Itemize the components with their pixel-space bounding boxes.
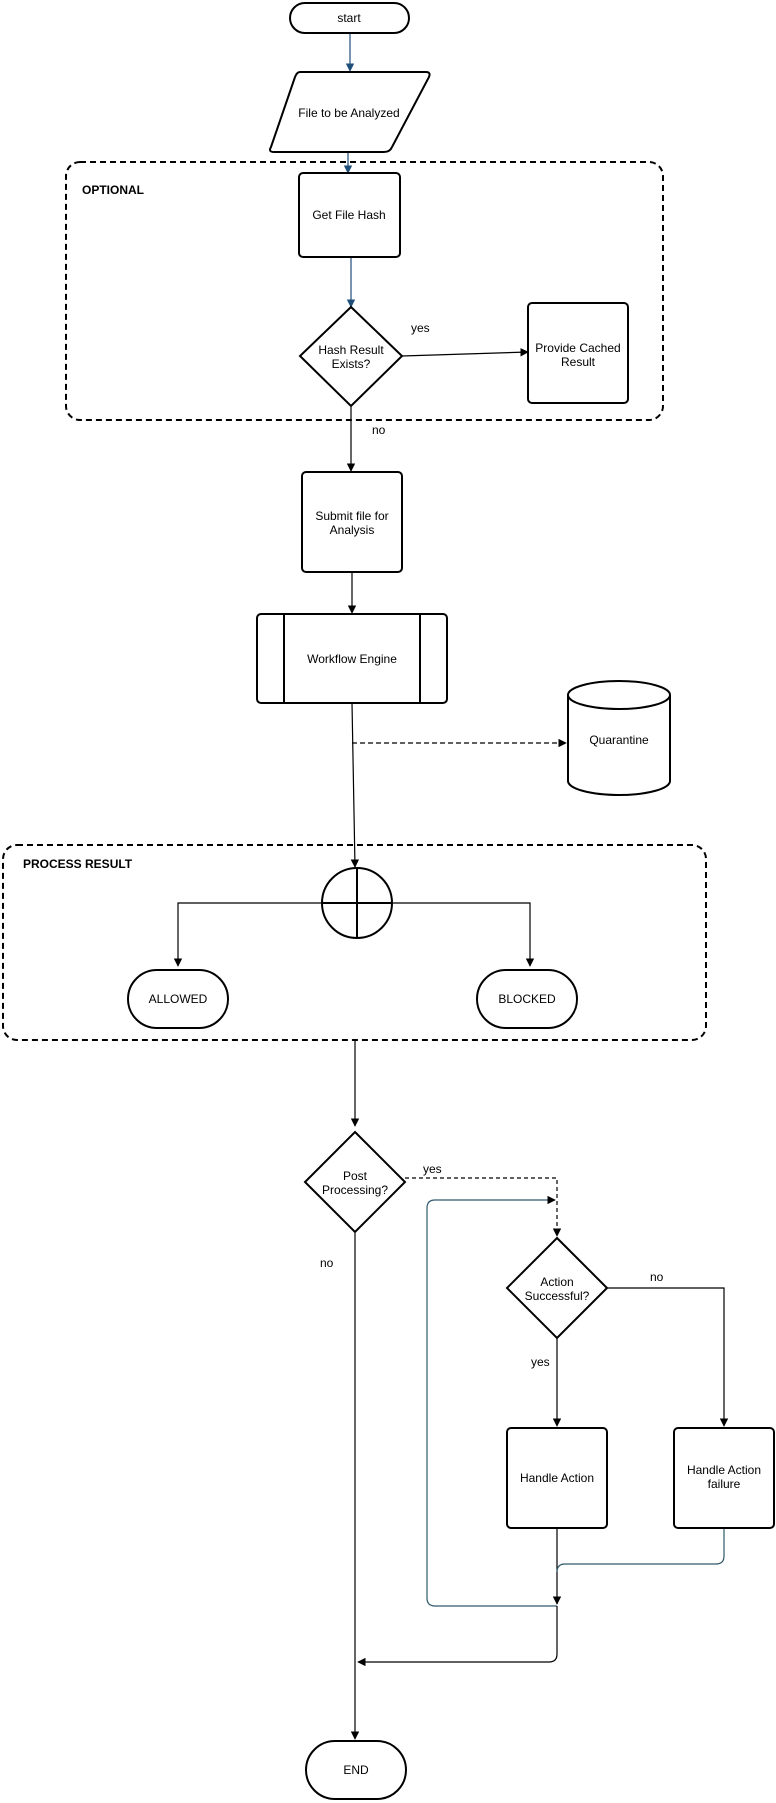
blocked-label: BLOCKED bbox=[498, 992, 556, 1006]
edge-hash-yes bbox=[401, 348, 529, 357]
handle-action-label: Handle Action bbox=[520, 1471, 594, 1485]
optional-group-label: OPTIONAL bbox=[82, 183, 144, 197]
file-input-label: File to be Analyzed bbox=[298, 106, 399, 120]
edge-failure-merge bbox=[556, 1528, 725, 1573]
edge-label-action-yes: yes bbox=[531, 1355, 550, 1369]
handle-action-node[interactable]: Handle Action bbox=[506, 1427, 608, 1529]
file-input-node[interactable]: File to be Analyzed bbox=[269, 71, 431, 153]
optional-group bbox=[65, 161, 664, 421]
edge-label-hash-no: no bbox=[372, 423, 386, 437]
edge-post-yes bbox=[405, 1177, 562, 1237]
action-successful-decision[interactable]: Action Successful? bbox=[505, 1236, 609, 1340]
merge-junction bbox=[321, 867, 393, 939]
handle-failure-node[interactable]: Handle Action failure bbox=[673, 1427, 775, 1529]
edge-label-action-no: no bbox=[650, 1270, 664, 1284]
edge-action-no bbox=[607, 1287, 729, 1427]
submit-line1: Submit file for bbox=[315, 509, 388, 523]
get-hash-node[interactable]: Get File Hash bbox=[298, 172, 401, 258]
quarantine-node[interactable]: Quarantine bbox=[567, 680, 671, 796]
edge-merge-to-blocked bbox=[392, 902, 535, 967]
end-node[interactable]: END bbox=[305, 1740, 407, 1800]
start-node[interactable]: start bbox=[289, 2, 410, 34]
process-result-group-label: PROCESS RESULT bbox=[23, 857, 133, 871]
submit-line2: Analysis bbox=[330, 523, 375, 537]
allowed-label: ALLOWED bbox=[149, 992, 208, 1006]
workflow-engine-label: Workflow Engine bbox=[307, 652, 397, 666]
post-processing-line1: Post bbox=[343, 1169, 368, 1183]
edge-workflow-to-merge bbox=[350, 702, 360, 868]
blocked-node[interactable]: BLOCKED bbox=[476, 969, 578, 1029]
edge-to-end bbox=[357, 1606, 558, 1667]
edge-merge-to-allowed bbox=[173, 902, 322, 967]
hash-exists-line1: Hash Result bbox=[318, 343, 384, 357]
edge-label-post-yes: yes bbox=[423, 1162, 442, 1176]
cached-line2: Result bbox=[561, 355, 596, 369]
get-hash-label: Get File Hash bbox=[312, 208, 385, 222]
post-processing-decision[interactable]: Post Processing? bbox=[303, 1130, 407, 1234]
hash-exists-line2: Exists? bbox=[332, 357, 371, 371]
quarantine-label: Quarantine bbox=[589, 733, 649, 747]
edge-label-hash-yes: yes bbox=[411, 321, 430, 335]
handle-failure-line2: failure bbox=[708, 1477, 741, 1491]
action-successful-line2: Successful? bbox=[525, 1289, 590, 1303]
hash-exists-decision[interactable]: Hash Result Exists? bbox=[298, 305, 404, 408]
allowed-node[interactable]: ALLOWED bbox=[127, 969, 229, 1029]
cached-line1: Provide Cached bbox=[535, 341, 620, 355]
start-label: start bbox=[337, 11, 361, 25]
cached-result-node[interactable]: Provide Cached Result bbox=[527, 302, 629, 404]
submit-node[interactable]: Submit file for Analysis bbox=[301, 471, 403, 573]
edge-loop-back bbox=[426, 1195, 557, 1607]
workflow-engine-node[interactable]: Workflow Engine bbox=[256, 613, 448, 704]
end-label: END bbox=[343, 1763, 369, 1777]
edge-label-post-no: no bbox=[320, 1256, 334, 1270]
handle-failure-line1: Handle Action bbox=[687, 1463, 761, 1477]
post-processing-line2: Processing? bbox=[322, 1183, 388, 1197]
action-successful-line1: Action bbox=[540, 1275, 573, 1289]
